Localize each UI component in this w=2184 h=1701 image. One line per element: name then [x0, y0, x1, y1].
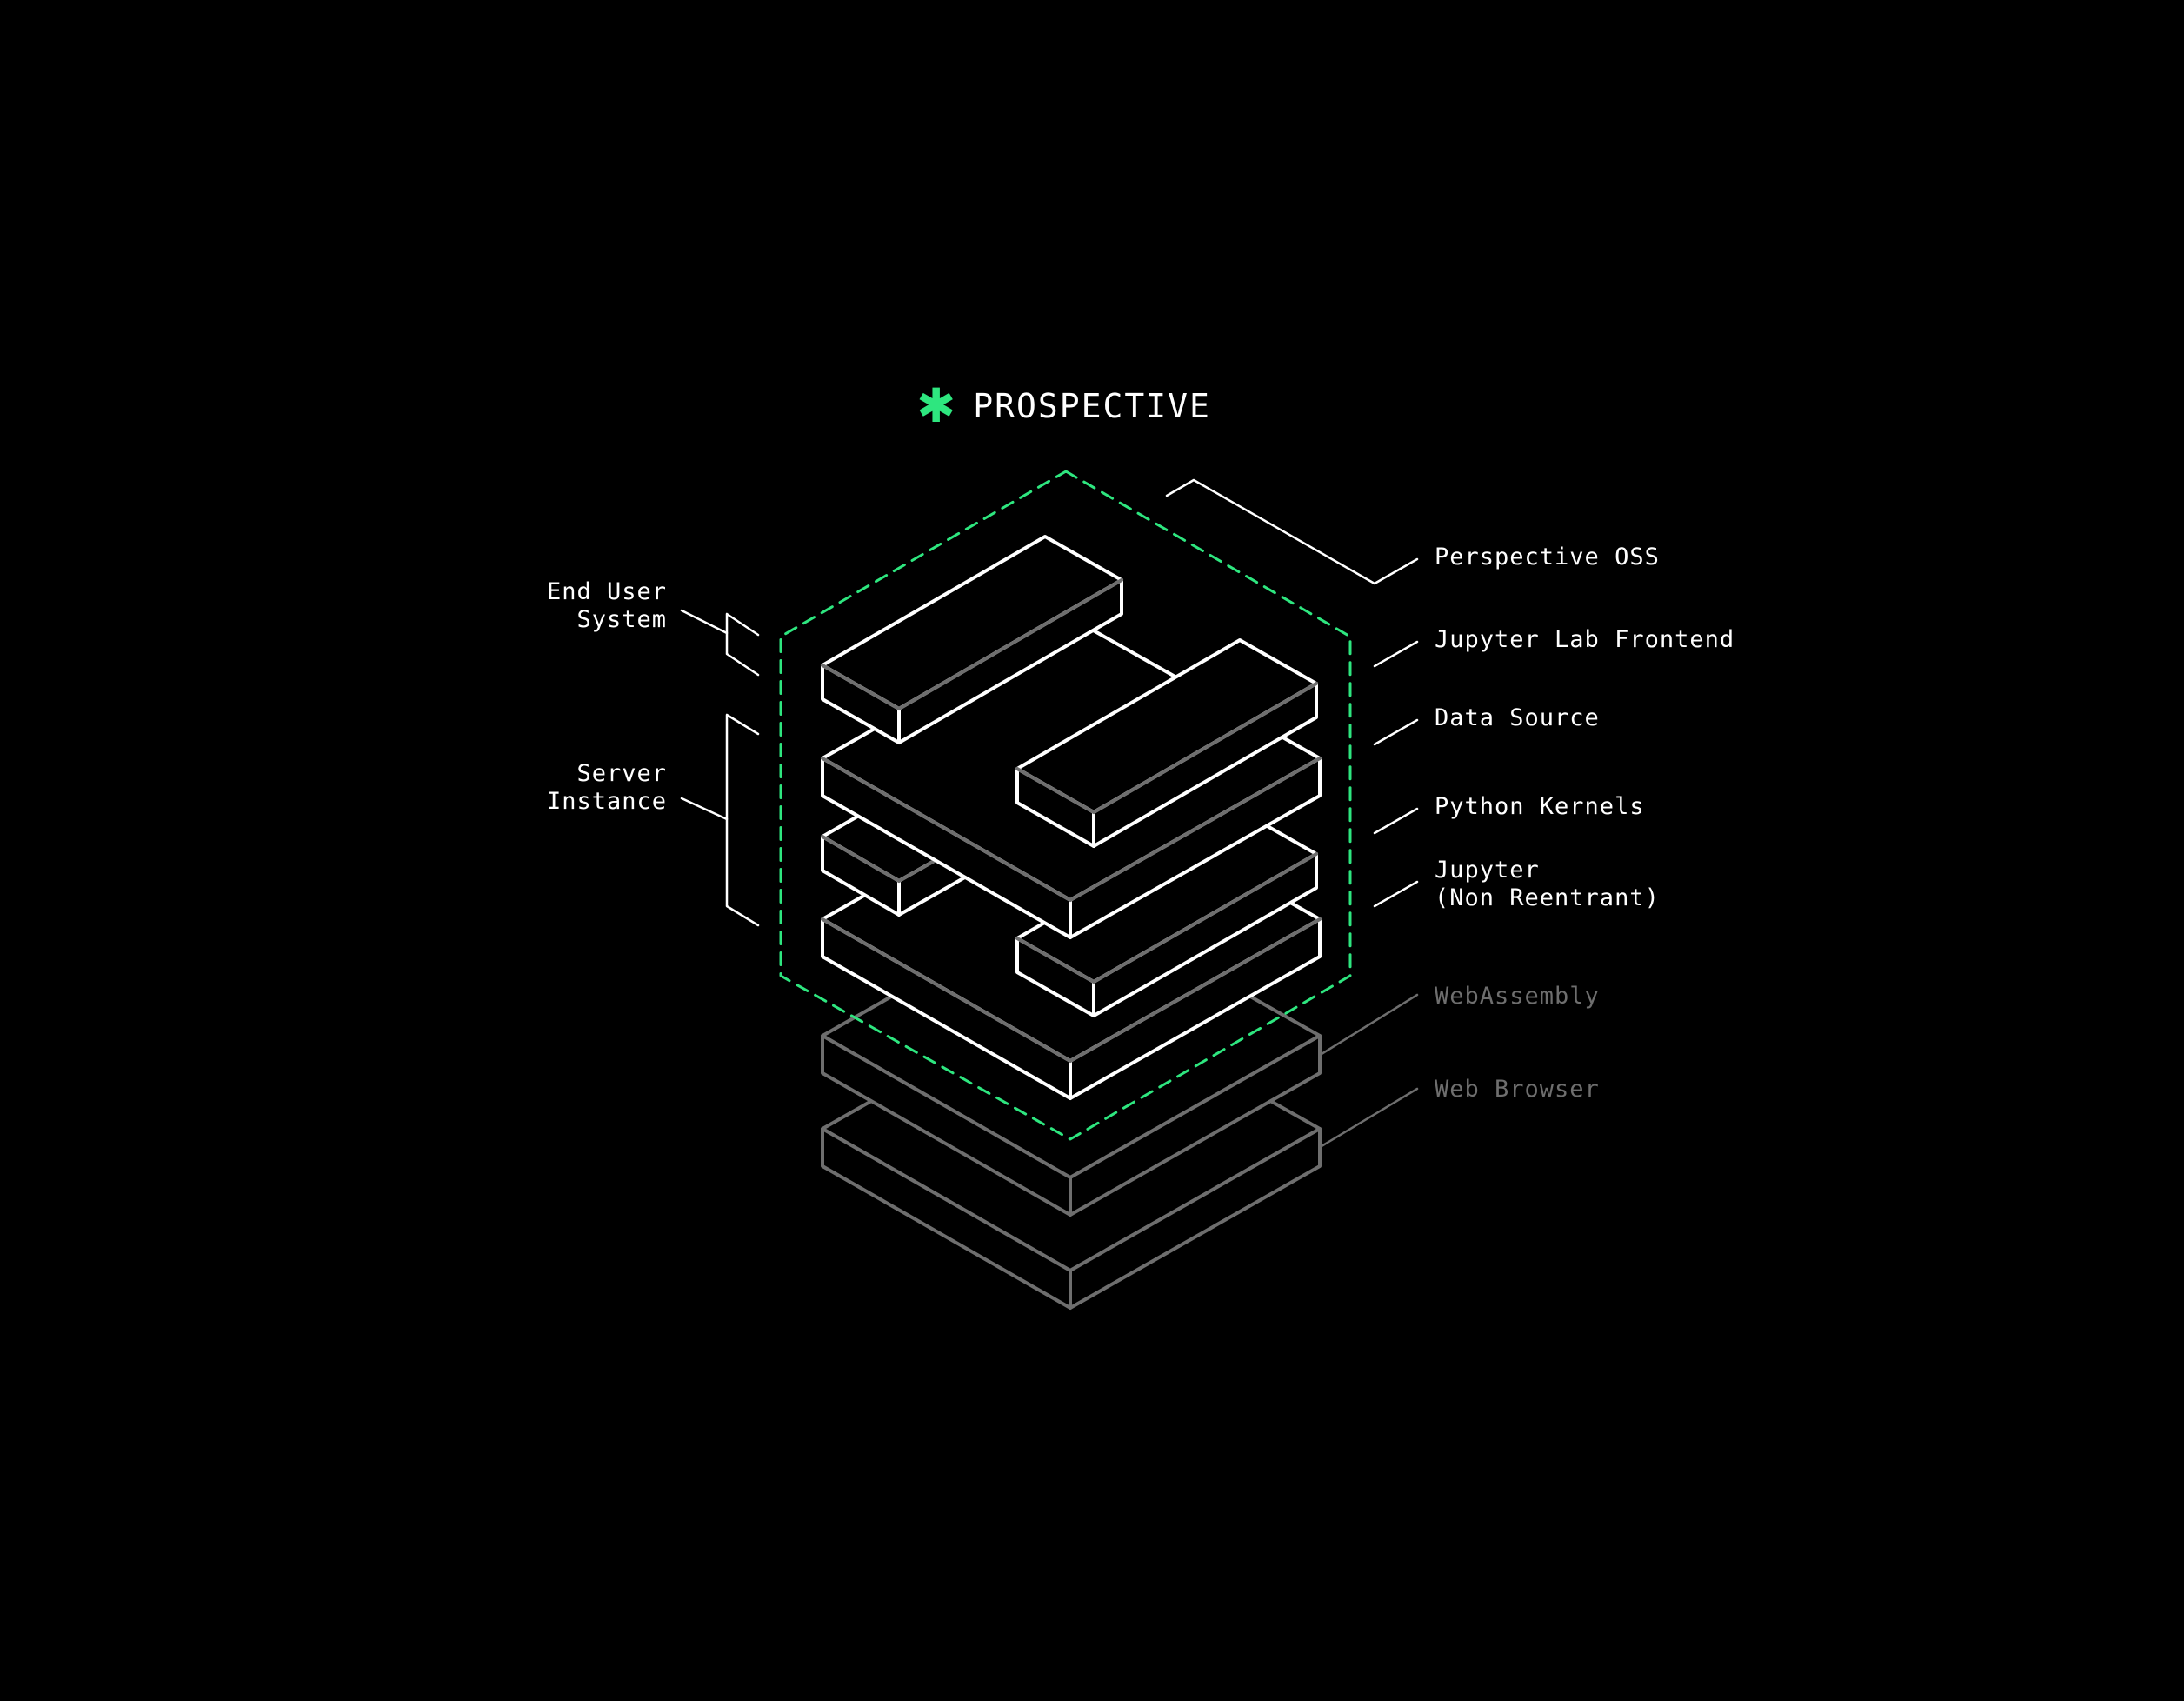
leader-python-kernels: [1373, 807, 1419, 835]
label-web-browser: Web Browser: [1435, 1076, 1600, 1103]
leader-webassembly: [1320, 993, 1419, 1056]
label-jupyter-non-reentrant: Jupyter (Non Reentrant): [1435, 857, 1660, 911]
label-data-source: Data Source: [1435, 704, 1600, 731]
leader-jupyter-lab-frontend: [1373, 640, 1419, 668]
bracket-server-instance: [725, 713, 760, 927]
label-perspective-oss: Perspective OSS: [1435, 544, 1660, 570]
jupyter-block-right: [1015, 809, 1318, 1017]
brackets-left: [680, 609, 760, 927]
brand-header: ✱ PROSPECTIVE: [916, 383, 1211, 430]
label-end-user-system: End User System: [546, 578, 667, 633]
leader-perspective-oss: [1165, 478, 1419, 585]
brand-title: PROSPECTIVE: [973, 387, 1211, 425]
leader-web-browser: [1320, 1087, 1419, 1148]
jupyter-lab-frontend-bar: [1015, 638, 1318, 848]
perspective-oss-bar: [821, 535, 1123, 744]
label-jupyter-lab-frontend: Jupyter Lab Frontend: [1435, 626, 1735, 653]
label-server-instance: Server Instance: [546, 760, 667, 815]
leader-jupyter-non-reentrant: [1373, 880, 1419, 908]
leader-data-source: [1373, 718, 1419, 746]
perspective-oss-boundary: [779, 470, 1352, 1141]
leader-lines-right: [1165, 478, 1419, 1148]
asterisk-icon: ✱: [916, 378, 956, 433]
bracket-end-user-system: [725, 612, 760, 677]
label-webassembly: WebAssembly: [1435, 983, 1600, 1010]
label-python-kernels: Python Kernels: [1435, 793, 1645, 820]
